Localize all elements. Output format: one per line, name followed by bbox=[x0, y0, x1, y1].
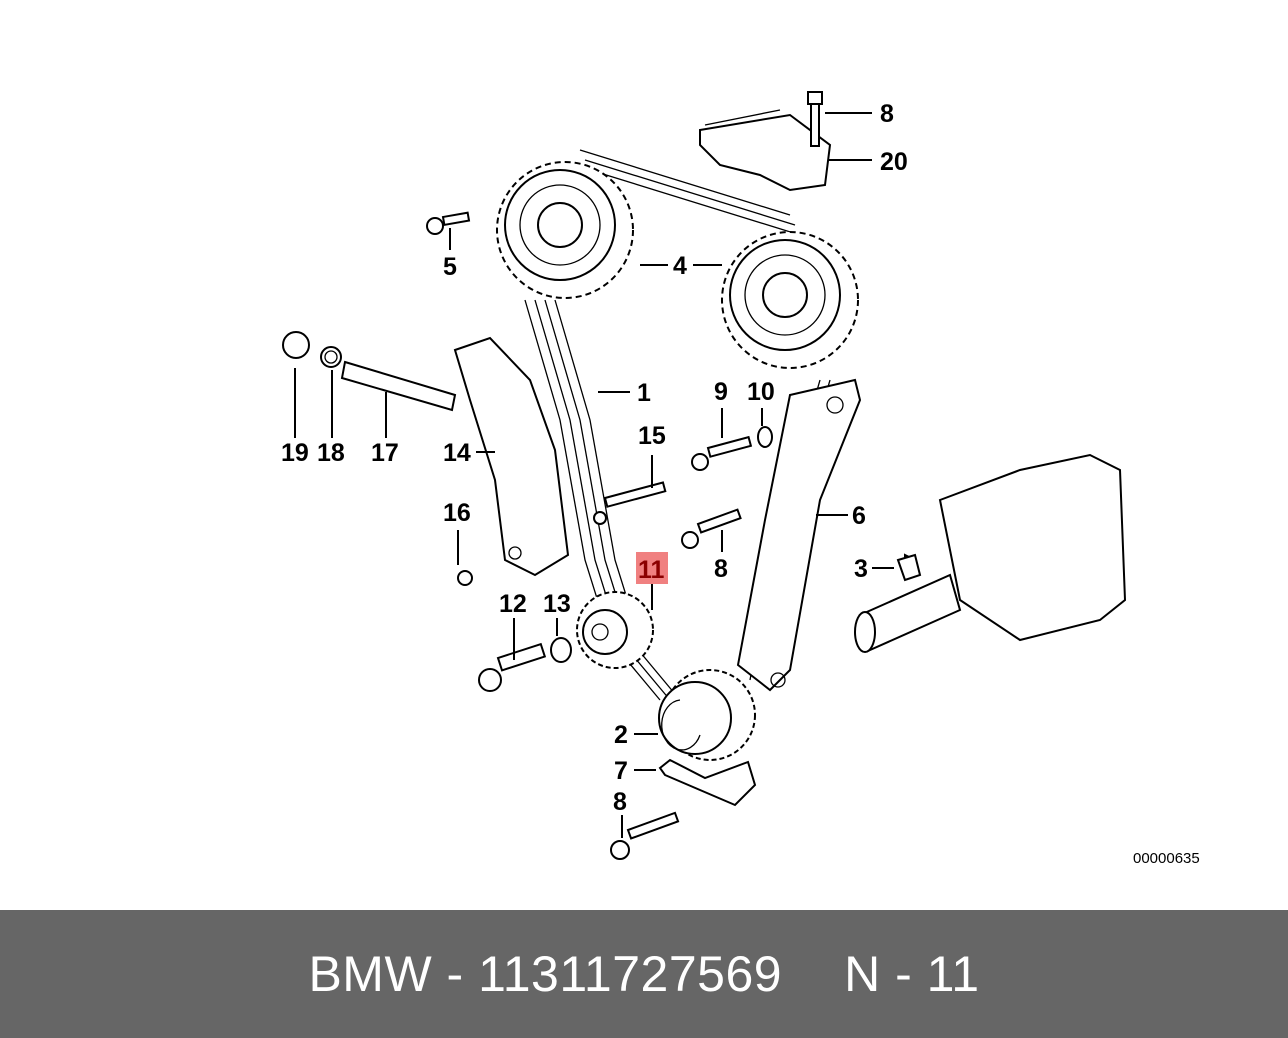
callout-8[interactable]: 8 bbox=[880, 100, 894, 128]
camshaft-sprocket-left[interactable] bbox=[496, 161, 634, 299]
callout-11[interactable]: 11 bbox=[638, 556, 665, 584]
woodruff-key-3[interactable] bbox=[896, 553, 922, 582]
callout-14[interactable]: 14 bbox=[443, 439, 471, 467]
bolt-5[interactable] bbox=[426, 211, 471, 235]
position-number: 11 bbox=[926, 946, 980, 1002]
callout-15[interactable]: 15 bbox=[638, 422, 666, 450]
brand-separator: - bbox=[446, 946, 464, 1002]
parts-diagram: 8 20 5 4 1 9 10 15 19 18 17 14 16 6 8 3 … bbox=[281, 91, 1200, 867]
washer-10[interactable] bbox=[757, 426, 773, 448]
highlight-box bbox=[636, 552, 668, 584]
crankshaft-sprocket[interactable] bbox=[658, 669, 756, 761]
camshaft-sprocket-right[interactable] bbox=[721, 231, 859, 369]
callout-2[interactable]: 2 bbox=[614, 721, 628, 749]
ring-16[interactable] bbox=[457, 570, 473, 586]
callout-18[interactable]: 18 bbox=[317, 439, 345, 467]
part-number-banner: BMW - 11311727569 N - 11 bbox=[0, 910, 1288, 1038]
callout-12[interactable]: 12 bbox=[499, 590, 527, 618]
callout-10[interactable]: 10 bbox=[747, 378, 775, 406]
washer-13[interactable] bbox=[550, 637, 572, 663]
callout-7[interactable]: 7 bbox=[614, 757, 628, 785]
brand-label: BMW bbox=[308, 946, 433, 1002]
leader-lines bbox=[294, 112, 894, 838]
diagram-image-id: 00000635 bbox=[1133, 850, 1200, 867]
tensioner-rail[interactable] bbox=[453, 336, 570, 577]
callout-20[interactable]: 20 bbox=[880, 148, 908, 176]
crankshaft bbox=[854, 453, 1127, 653]
chain-tensioner[interactable] bbox=[282, 331, 457, 412]
callout-6[interactable]: 6 bbox=[852, 502, 866, 530]
callout-9[interactable]: 9 bbox=[714, 378, 728, 406]
bolt-9[interactable] bbox=[691, 435, 753, 471]
position-separator: - bbox=[895, 946, 913, 1002]
callout-3[interactable]: 3 bbox=[854, 555, 868, 583]
callout-11-highlighted[interactable]: 11 bbox=[636, 552, 668, 584]
callout-4[interactable]: 4 bbox=[673, 252, 687, 280]
callout-1[interactable]: 1 bbox=[637, 379, 651, 407]
callout-5[interactable]: 5 bbox=[443, 253, 457, 281]
chain-guide-rail[interactable] bbox=[699, 109, 832, 192]
guide-rail[interactable] bbox=[736, 378, 862, 692]
callout-8-bottom[interactable]: 8 bbox=[613, 788, 627, 816]
callout-13[interactable]: 13 bbox=[543, 590, 571, 618]
bolt-12[interactable] bbox=[478, 642, 547, 692]
part-number: 11311727569 bbox=[478, 946, 783, 1002]
position-prefix: N bbox=[844, 946, 881, 1002]
callout-8-mid[interactable]: 8 bbox=[714, 555, 728, 583]
bolt-15[interactable] bbox=[593, 481, 667, 525]
callout-17[interactable]: 17 bbox=[371, 439, 399, 467]
callout-19[interactable]: 19 bbox=[281, 439, 309, 467]
bolt-8-mid[interactable] bbox=[681, 508, 742, 549]
chain-guide-lower[interactable] bbox=[658, 758, 757, 807]
idler-sprocket[interactable] bbox=[576, 591, 654, 669]
bolt-8-bottom[interactable] bbox=[610, 811, 680, 860]
callout-16[interactable]: 16 bbox=[443, 499, 471, 527]
bolt-top[interactable] bbox=[807, 91, 823, 147]
